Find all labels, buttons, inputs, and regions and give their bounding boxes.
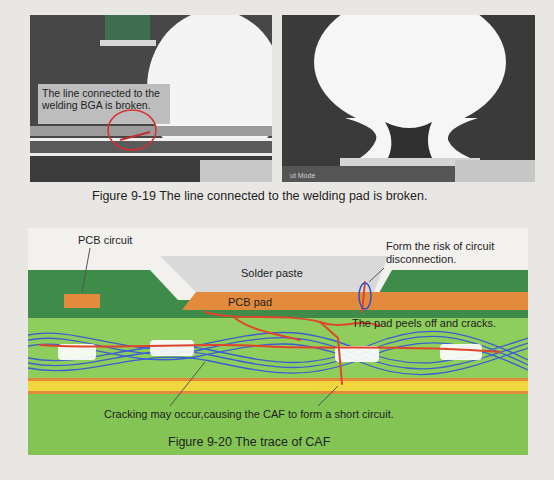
callout-text: Cracking may occur,causing the CAF to fo… xyxy=(104,408,394,421)
pcb-cross-section xyxy=(28,228,528,455)
watermark: ut Mode xyxy=(290,172,315,180)
photo-annotation: The line connected to the welding BGA is… xyxy=(42,87,170,111)
part-label: PCB circuit xyxy=(78,234,132,247)
figure-caption: Figure 9-20 The trace of CAF xyxy=(168,435,330,449)
micrograph-left xyxy=(30,15,272,182)
region-label: Solder paste xyxy=(241,267,303,279)
callout-text: The pad peels off and cracks. xyxy=(352,317,496,330)
region-label: PCB pad xyxy=(228,296,272,308)
micrograph-right xyxy=(282,15,535,182)
callout-text: Form the risk of circuit disconnection. xyxy=(386,240,498,265)
leader-lines xyxy=(82,248,384,406)
pcb-pad-region: PCB pad xyxy=(224,291,276,311)
figure-caption: Figure 9-19 The line connected to the we… xyxy=(92,189,427,203)
solder-paste-region: Solder paste xyxy=(237,262,307,282)
